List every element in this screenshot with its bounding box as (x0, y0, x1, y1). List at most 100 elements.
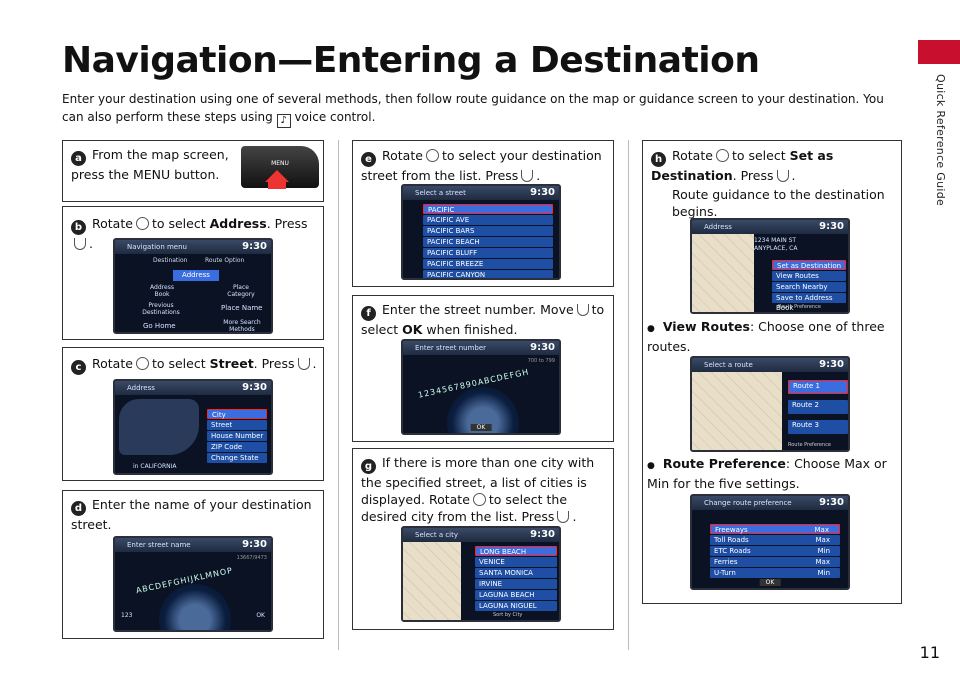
list-item: VENICE (475, 557, 557, 567)
selector-knob-icon (472, 493, 486, 506)
column-divider (628, 140, 629, 650)
step-c-number: c (71, 360, 86, 375)
menu-item-previous-destinations: Previous Destinations (142, 302, 180, 316)
map-view (403, 542, 461, 620)
list-item: Set as Destination (772, 260, 846, 270)
route-preference-label: Route Preference (788, 442, 831, 448)
list-item: PACIFIC (423, 204, 553, 214)
bullet-route-preference: ● Route Preference: Choose Max or Min fo… (647, 456, 887, 491)
pref-value: Max (815, 536, 830, 544)
select-city-screen: Select a city 9:30 LONG BEACH VENICE SANT… (401, 526, 561, 622)
screen-title: Enter street name (127, 541, 191, 549)
clock: 9:30 (819, 221, 844, 232)
list-item: City (207, 409, 267, 419)
step-c-bold: Street (209, 356, 254, 371)
pref-value: Max (815, 558, 830, 566)
bullet-bold: Route Preference (662, 456, 786, 471)
list-item: LAGUNA BEACH (475, 590, 557, 600)
step-h-bold: Set as Destination (651, 148, 834, 183)
map-view (692, 234, 754, 312)
intro-text: Enter your destination using one of seve… (62, 90, 902, 128)
tab-destination: Destination (153, 257, 188, 264)
tab-route-option: Route Option (205, 257, 245, 264)
step-b-bold: Address (209, 216, 267, 231)
press-knob-icon (521, 170, 534, 182)
list-item: PACIFIC CANYON (423, 270, 553, 278)
screen-title: Address (127, 384, 155, 392)
ok-key: OK (470, 424, 492, 431)
list-item: Save to Address Book (772, 293, 846, 312)
page-number: 11 (919, 643, 940, 662)
usa-map-icon (119, 399, 199, 455)
selector-knob-icon (425, 149, 439, 162)
press-knob-icon (776, 170, 789, 182)
bullet-text: : Choose one of three routes. (647, 319, 885, 354)
step-h-mid: to select (731, 148, 786, 163)
step-h-number: h (651, 152, 666, 167)
step-f-bold: OK (402, 322, 423, 337)
menu-item-place-name: Place Name (221, 304, 263, 312)
step-b-post: . Press (266, 216, 308, 231)
intro-before: Enter your destination using one of seve… (62, 92, 884, 124)
route-list: Route 1 Route 2 Route 3 (788, 380, 848, 434)
list-item: View Routes (772, 271, 846, 281)
screen-title: Select a city (415, 531, 459, 539)
list-item: Street (207, 420, 267, 430)
menu-item-address-book: Address Book (150, 284, 174, 298)
step-g-end: . (572, 509, 577, 524)
clock: 9:30 (242, 382, 267, 393)
step-b-pre: Rotate (92, 216, 133, 231)
step-h-line2: Route guidance to the destination begins… (672, 187, 885, 219)
screen-title: Select a street (415, 189, 466, 197)
list-item: Search Nearby (772, 282, 846, 292)
step-a-number: a (71, 151, 86, 166)
clock: 9:30 (819, 359, 844, 370)
step-f-pre: Enter the street number. Move (382, 302, 574, 317)
step-c-end: . (312, 356, 317, 371)
selector-knob-icon (135, 217, 149, 230)
street-list: PACIFIC PACIFIC AVE PACIFIC BARS PACIFIC… (423, 204, 553, 278)
page-title: Navigation—Entering a Destination (62, 40, 760, 81)
screen-title: Enter street number (415, 344, 487, 352)
column-divider (338, 140, 339, 650)
screen-title: Change route preference (704, 499, 792, 507)
clock: 9:30 (530, 529, 555, 540)
pref-value: Min (817, 547, 830, 555)
list-item: House Number (207, 431, 267, 441)
step-h-end: . (791, 168, 796, 183)
screen-title-bar: Address 9:30 (115, 381, 271, 395)
pref-value: Min (817, 569, 830, 577)
arrow-up-icon-stem (268, 181, 286, 189)
bullet-bold: View Routes (662, 319, 750, 334)
bullet-text: : Choose Max or Min for the five setting… (647, 456, 887, 491)
step-e-mid: to select your destination street from t… (361, 148, 602, 183)
step-c-post: . Press (253, 356, 295, 371)
selector-knob-icon (715, 149, 729, 162)
list-item: Route 2 (788, 400, 848, 414)
city-list: LONG BEACH VENICE SANTA MONICA IRVINE LA… (475, 546, 557, 611)
press-knob-icon (557, 511, 570, 523)
match-count: 13667/9473 (236, 555, 267, 561)
step-b-end: . (89, 236, 93, 251)
screen-title-bar: Select a city 9:30 (403, 528, 559, 542)
list-item: LONG BEACH (475, 546, 557, 556)
route-preference-label: Route Preference (778, 304, 821, 310)
pref-name: Freeways (715, 526, 748, 534)
screen-title: Navigation menu (127, 243, 187, 251)
step-e-end: . (536, 168, 541, 183)
ok-key: OK (256, 612, 265, 619)
sort-label: Sort by City (493, 612, 523, 618)
